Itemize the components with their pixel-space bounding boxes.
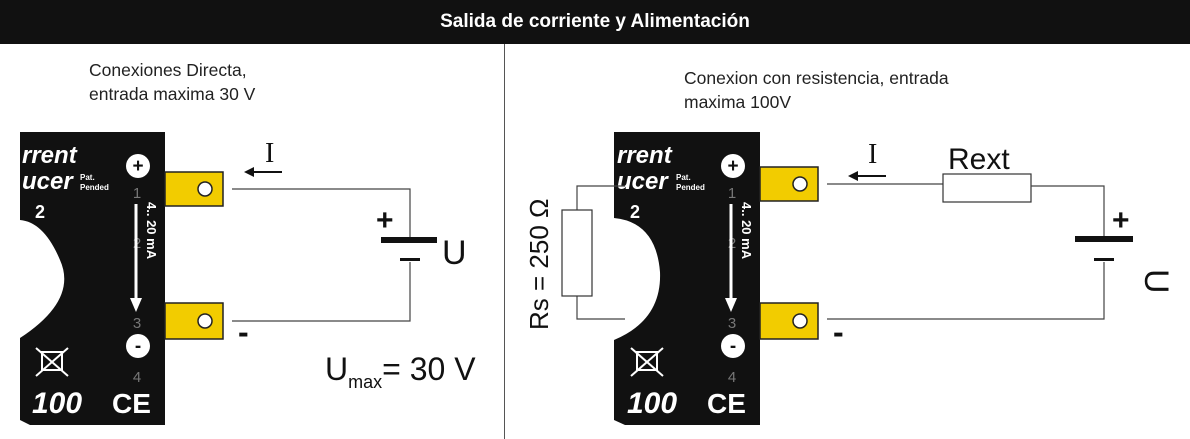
right-wire-top [1031,185,1105,237]
module-brand-text-1: rrent [617,142,673,169]
current-range-label: 4.. 20 mA [739,202,754,260]
ce-mark: CE [112,388,151,419]
right-caption: Conexion con resistencia, entrada maxima… [684,66,949,114]
umax-subscript: max [348,372,382,392]
terminal-plus-sign: + [727,156,738,177]
terminal-minus-sign: - [730,336,736,357]
current-direction-arrowhead [725,298,737,312]
current-direction-arrowhead [130,298,142,312]
rext-resistor [942,173,1032,203]
rext-label: Rext [948,143,1010,176]
rs-wire-top [576,185,625,210]
left-transmitter-module: rrent ucer Pat. Pended 2 + - 1 2 3 4 4..… [20,132,165,425]
right-minus-sign: - [833,314,844,350]
module-brand-text-1: rrent [22,142,78,169]
patent-text-1: Pat. [80,173,95,182]
left-wire-bottom [232,262,411,322]
right-caption-line1: Conexion con resistencia, entrada [684,68,949,88]
right-battery-symbol [1075,236,1133,261]
left-wire-top [232,188,411,240]
ce-mark: CE [707,388,746,419]
right-terminal-tab-top [759,166,819,202]
terminal-minus-sign: - [135,336,141,357]
terminal-plus-badge [126,154,150,178]
left-caption: Conexiones Directa, entrada maxima 30 V [89,58,255,106]
pin-1-label: 1 [133,185,141,202]
rs-label: Rs = 250 Ω [524,199,554,330]
left-voltage-label: U [442,234,467,272]
module-brand-text-2: ucer [617,168,669,195]
page-title: Salida de corriente y Alimentación [0,0,1190,44]
pin-4-label: 4 [133,369,141,386]
pin-3-label: 3 [728,315,736,332]
left-caption-line2: entrada maxima 30 V [89,84,256,104]
rs-wire-bottom [576,296,625,320]
terminal-plus-badge [721,154,745,178]
left-terminal-tab-top [164,171,224,207]
patent-text-2: Pended [676,183,705,192]
pin-3-label: 3 [133,315,141,332]
current-range-label: 4.. 20 mA [144,202,159,260]
right-current-label: I [868,139,877,170]
weee-bin-icon [630,347,664,377]
umax-value: = 30 V [382,351,476,387]
right-caption-line2: maxima 100V [684,92,791,112]
patent-text-2: Pended [80,183,109,192]
module-number: 100 [32,387,82,420]
left-minus-sign: - [238,314,249,350]
panel-divider [504,44,505,439]
patent-text-1: Pat. [676,173,691,182]
left-current-label: I [265,138,274,169]
right-current-arrow-head [848,171,858,181]
terminal-plus-sign: + [132,156,143,177]
module-brand-text-2: ucer [22,168,74,195]
left-plus-sign: + [376,204,394,237]
right-plus-sign: + [1112,204,1130,237]
module-number: 100 [627,387,677,420]
right-transmitter-module: rrent ucer Pat. Pended 2 + - 1 2 3 4 4..… [614,132,760,425]
model-fragment: 2 [35,202,45,222]
terminal-minus-badge [126,334,150,358]
umax-symbol: Umax= 30 V [325,351,476,392]
left-terminal-tab-bottom [164,302,224,340]
right-terminal-tab-bottom [759,302,819,340]
right-voltage-label: U [1137,269,1175,294]
pin-1-label: 1 [728,185,736,202]
left-caption-line1: Conexiones Directa, [89,60,247,80]
umax-u: U [325,351,348,387]
weee-bin-icon [35,347,69,377]
left-battery-symbol [381,237,437,261]
right-wire-bottom [827,262,1105,320]
left-current-arrow-head [244,167,254,177]
terminal-minus-badge [721,334,745,358]
pin-4-label: 4 [728,369,736,386]
model-fragment: 2 [630,202,640,222]
rs-resistor [561,209,593,297]
